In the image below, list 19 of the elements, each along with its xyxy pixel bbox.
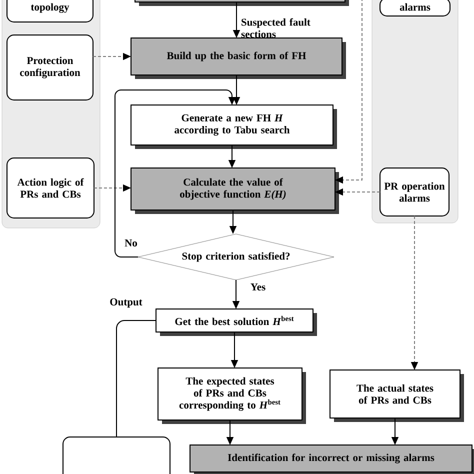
edge-label: Output — [110, 298, 142, 308]
box — [62, 436, 170, 474]
process-box: Build up the basic form of FH — [130, 38, 346, 79]
process-box: The actual states of PRs and CBs — [330, 370, 464, 422]
process-box: Identification for incorrect or missing alarms — [190, 444, 474, 474]
edge-label: No — [124, 240, 137, 246]
input-box: alarms — [380, 0, 450, 16]
process-box: Get the best solution H$^{best}$ — [156, 308, 317, 336]
process-box: The expected states of PRs and CBs corresponding to H$^{best}$ — [158, 368, 306, 424]
process-box: Calculate the value of objective function E(H) — [130, 168, 339, 214]
input-box: Action logic of PRs and CBs — [6, 158, 94, 218]
input-box: Protection configuration — [6, 34, 94, 100]
box — [134, 0, 349, 6]
edge-label: Yes — [250, 284, 266, 290]
process-box: Generate a new FH H according to Tabu search — [130, 104, 337, 149]
input-box: topology — [6, 0, 94, 22]
edge-label: Suspected fault sections — [241, 18, 310, 38]
arrow — [114, 90, 236, 258]
input-box: PR operation alarms — [380, 168, 450, 216]
